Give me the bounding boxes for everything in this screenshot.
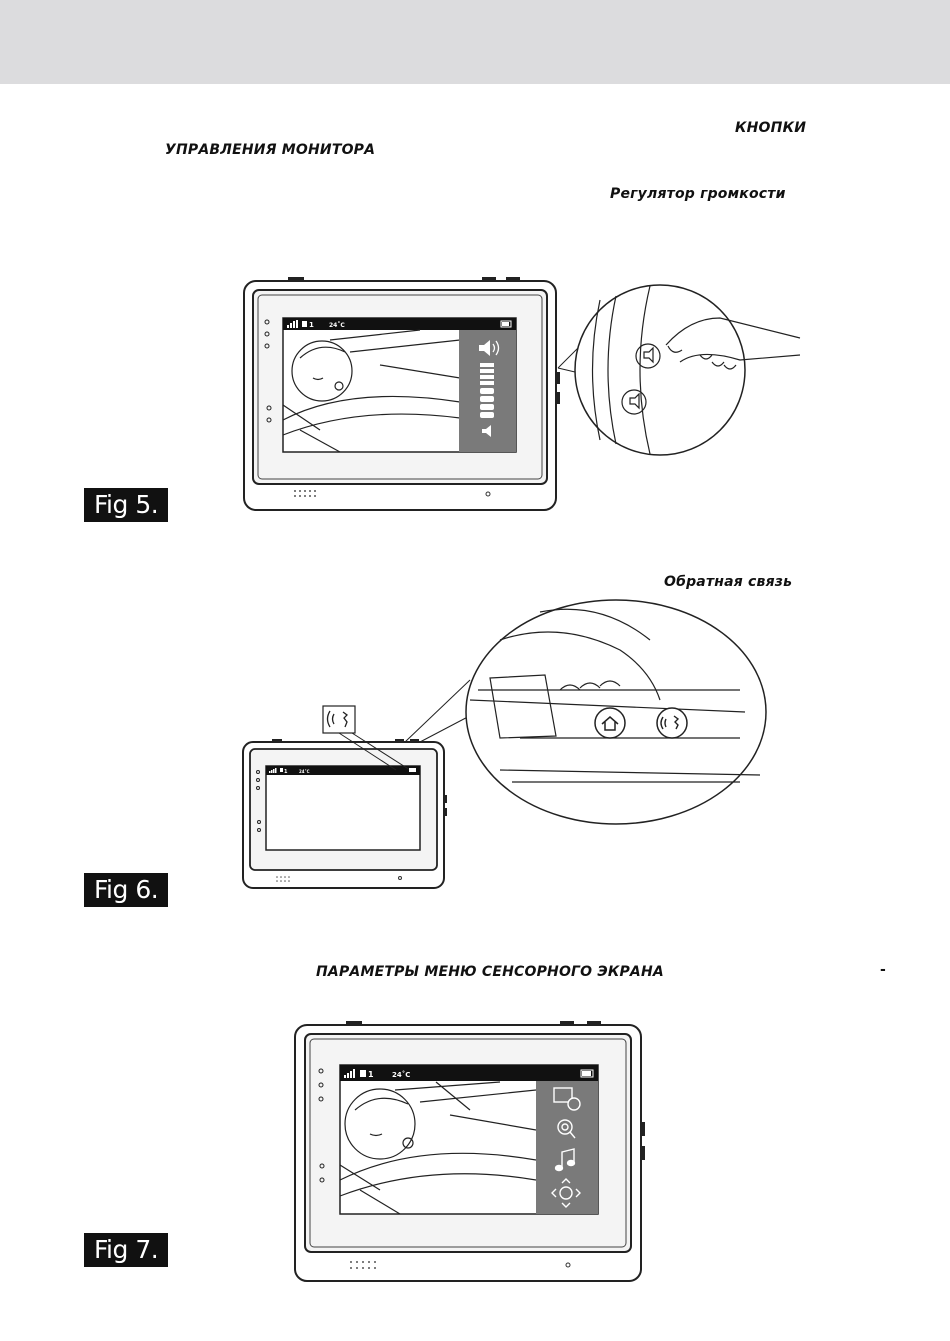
fig7-channel-number: 1 — [368, 1070, 374, 1079]
fig7-status-bar: 1 24˚C — [340, 1065, 598, 1081]
fig7-temperature: 24˚C — [392, 1071, 410, 1079]
fig-label-7: Fig 7. — [84, 1233, 168, 1267]
